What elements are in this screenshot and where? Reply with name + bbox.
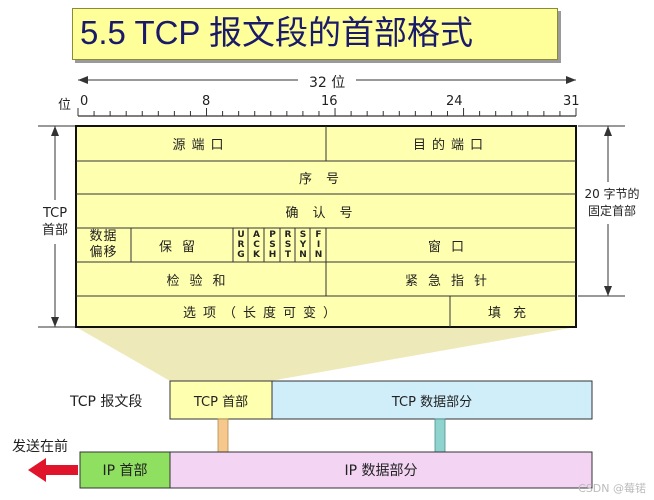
fixed-header-side-label: 20 字节的 固定首部 xyxy=(578,186,646,220)
tcp-header-label: TCP 首部 xyxy=(193,394,249,410)
dest-port-field: 目的端口 xyxy=(412,138,489,153)
ip-data-box xyxy=(169,451,593,489)
source-port-field: 源端口 xyxy=(172,138,230,153)
ip-data-label: IP 数据部分 xyxy=(344,463,418,479)
tick-label-8: 8 xyxy=(202,94,211,109)
data-offset-field: 数据 偏移 xyxy=(76,228,131,262)
flag-fin: FIN xyxy=(313,230,324,260)
options-field: 选项（长度可变） xyxy=(182,306,343,321)
flag-syn: SYN xyxy=(298,230,308,260)
flag-rst: RST xyxy=(283,230,293,260)
tick-label-0: 0 xyxy=(80,94,89,109)
window-field: 窗口 xyxy=(427,239,474,255)
data-offset-line2: 偏移 xyxy=(89,245,118,260)
fixed-side-label-line2: 固定首部 xyxy=(587,204,636,218)
reserved-field: 保留 xyxy=(158,239,205,255)
tick-label-24: 24 xyxy=(446,94,463,109)
flag-psh: PSH xyxy=(267,230,278,260)
data-offset-line1: 数据 xyxy=(89,229,118,244)
urgent-pointer-field: 紧急指针 xyxy=(404,273,497,289)
watermark: CSDN @莓锘 xyxy=(578,482,646,495)
tick-label-31: 31 xyxy=(563,94,580,109)
tcp-data-label: TCP 数据部分 xyxy=(391,394,473,410)
padding-field: 填充 xyxy=(487,306,538,321)
arrow-right-head xyxy=(566,76,576,84)
ip-header-box xyxy=(79,451,171,489)
flag-ack: ACK xyxy=(251,230,262,260)
send-first-arrow xyxy=(28,458,78,482)
fixed-side-label-line1: 20 字节的 xyxy=(584,187,640,201)
ip-header-label: IP 首部 xyxy=(102,463,148,479)
send-first-label: 发送在前 xyxy=(12,439,68,455)
ack-number-field: 确认号 xyxy=(285,205,367,221)
tcp-header-side-label: TCP 首部 xyxy=(38,205,72,239)
bit-label: 位 xyxy=(58,98,72,113)
title-box xyxy=(72,8,558,60)
tcp-side-label-line1: TCP xyxy=(42,206,68,221)
tick-label-16: 16 xyxy=(321,94,338,109)
checksum-field: 检验和 xyxy=(166,273,236,289)
page-title: 5.5 TCP 报文段的首部格式 xyxy=(80,14,474,51)
width-label: 32 位 xyxy=(305,72,350,92)
header-funnel xyxy=(76,327,576,381)
tcp-data-box xyxy=(271,380,593,420)
tcp-header-box xyxy=(169,380,273,420)
arrow-left-head xyxy=(78,76,88,84)
tcp-side-label-line2: 首部 xyxy=(41,223,68,238)
segment-label: TCP 报文段 xyxy=(70,394,143,410)
flag-urg: URG xyxy=(236,230,246,260)
seq-number-field: 序号 xyxy=(298,172,353,187)
